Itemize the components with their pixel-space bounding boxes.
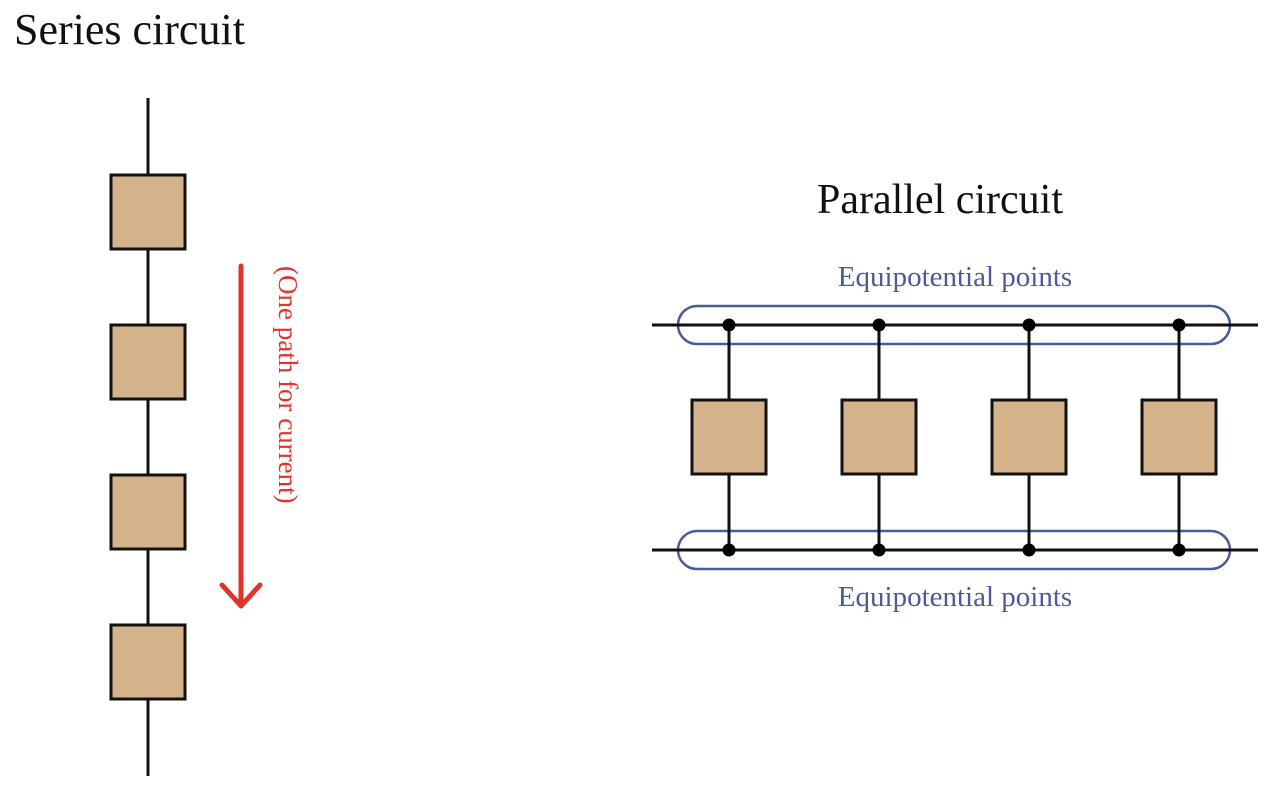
series-component-2 bbox=[109, 323, 187, 401]
bottom-node-3 bbox=[1022, 543, 1036, 557]
parallel-branch-2 bbox=[840, 318, 918, 557]
parallel-title: Parallel circuit bbox=[817, 177, 1063, 223]
bottom-node-1 bbox=[722, 543, 736, 557]
top-node-4 bbox=[1172, 318, 1186, 332]
series-title: Series circuit bbox=[14, 5, 245, 54]
top-node-2 bbox=[872, 318, 886, 332]
parallel-component-2 bbox=[840, 398, 918, 476]
parallel-component-3 bbox=[990, 398, 1068, 476]
top-node-3 bbox=[1022, 318, 1036, 332]
top-node-1 bbox=[722, 318, 736, 332]
parallel-component-1 bbox=[690, 398, 768, 476]
parallel-component-4 bbox=[1140, 398, 1218, 476]
series-component-1 bbox=[109, 173, 187, 251]
parallel-branch-3 bbox=[990, 318, 1068, 557]
parallel-branch-4 bbox=[1140, 318, 1218, 557]
current-note: (One path for current) bbox=[273, 266, 303, 504]
series-component-3 bbox=[109, 473, 187, 551]
series-component-4 bbox=[109, 623, 187, 701]
parallel-branch-1 bbox=[690, 318, 768, 557]
bottom-node-2 bbox=[872, 543, 886, 557]
current-arrow bbox=[219, 263, 263, 609]
bottom-equipotential-label: Equipotential points bbox=[838, 581, 1072, 613]
bottom-node-4 bbox=[1172, 543, 1186, 557]
top-equipotential-label: Equipotential points bbox=[838, 261, 1072, 293]
